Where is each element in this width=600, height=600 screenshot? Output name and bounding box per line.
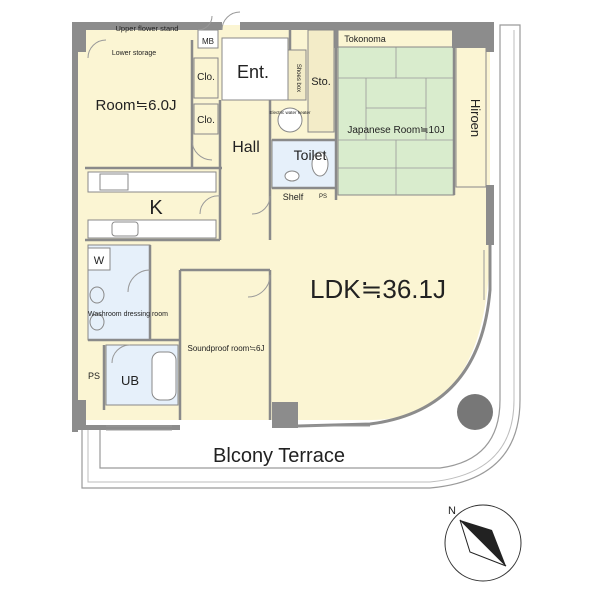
closet-1-label: Clo. [197,72,215,83]
ldk-curved-wall [297,245,492,428]
water-heater-label: Electric water heater [269,110,311,115]
toilet-sink [284,170,300,182]
japanese-room-label: Japanese Room≒10J [347,125,444,136]
shoes-box-frame [287,49,307,101]
shelf-label: Shelf [283,192,304,202]
kitchen-sink [111,221,139,237]
washbasin-2 [89,313,105,331]
lower-storage-label: Lower storage [112,50,156,57]
north-arrow-icon [444,504,522,582]
compass-n-label: N [448,505,456,517]
balcony-terrace [81,24,521,489]
bathtub [151,351,177,401]
door-swings [87,11,271,364]
ldk-label: LDK≒36.1J [310,274,446,304]
mb-label: MB [202,37,214,46]
entrance-floor [221,37,289,101]
windows [106,250,485,431]
shoes-box-label: Shoes box [295,64,301,92]
washbasin-1 [89,286,105,304]
interior-walls [85,30,456,420]
toilet-label: Toilet [294,147,327,163]
tatami-mats [338,47,454,195]
closet-1-box [193,57,219,99]
tokonoma-label: Tokonoma [344,34,386,44]
storage-label: Sto. [311,76,331,88]
kitchen-front-counter [87,219,217,239]
upper-flower-stand-label: Upper flower stand [116,24,179,33]
room-label: Room≒6.0J [96,97,177,114]
water-heater-tank [277,107,303,133]
entrance-label: Ent. [237,62,269,82]
washing-machine-space [87,247,111,271]
ps-small-label: PS [319,194,327,200]
w-label: W [94,255,105,267]
storage-box [307,29,335,133]
washroom-label: Washroom dressing room [88,311,168,318]
exterior-walls [72,22,494,432]
closet-2-label: Clo. [197,115,215,126]
hall-label: Hall [232,139,260,156]
balcony-label: Blcony Terrace [213,445,345,467]
soundproof-room-label: Soundproof room≒6J [188,344,265,353]
kitchen-label: K [149,197,163,219]
hiroen-label: Hiroen [468,99,483,137]
round-column-icon [457,394,493,430]
stove [99,173,129,191]
mb-box [197,29,219,49]
kitchen-back-counter [87,171,217,193]
ub-label: UB [121,373,139,388]
ps-label: PS [88,371,100,381]
closet-2-box [193,103,219,135]
toilet-bowl [311,151,329,177]
